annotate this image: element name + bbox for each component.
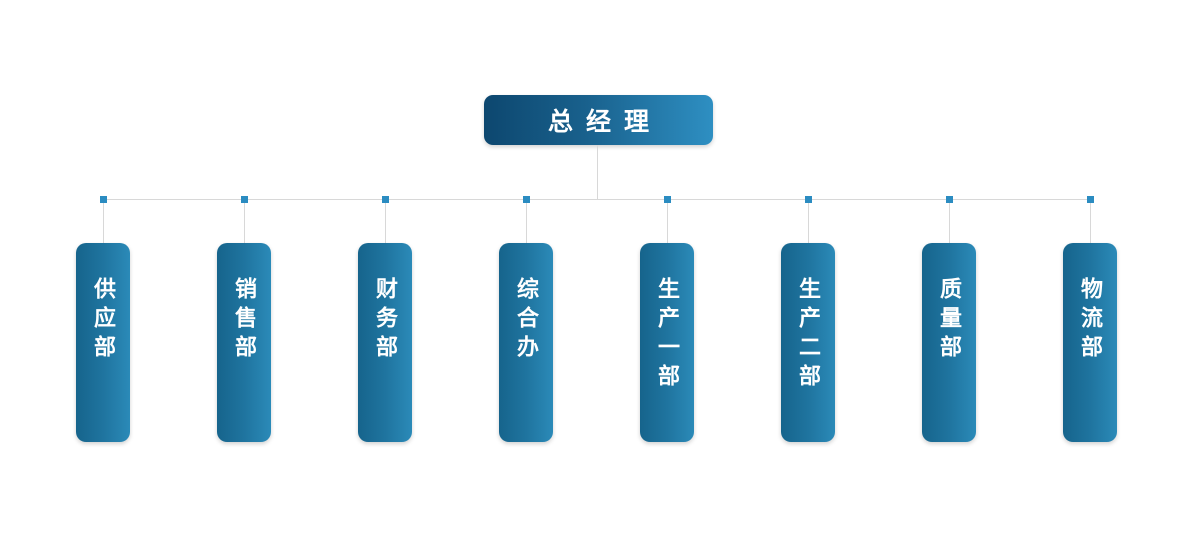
department-row: 供应部 销售部 财务部 综合办 生产一部 生产二部 质量部 物流部 [76,243,1117,442]
connector-drop-line [526,200,527,243]
connector-drop-line [103,200,104,243]
department-label: 生产一部 [655,277,680,393]
connector-node-square [946,196,953,203]
department-label: 销售部 [232,277,257,364]
org-node-department: 生产二部 [781,243,835,442]
department-label: 综合办 [514,277,539,364]
connector-node-square [805,196,812,203]
connector-drop-line [949,200,950,243]
org-node-department: 质量部 [922,243,976,442]
connector-drop-line [808,200,809,243]
department-label: 物流部 [1078,277,1103,364]
department-label: 质量部 [937,277,962,364]
department-label: 供应部 [91,277,116,364]
org-node-root-label: 总经理 [547,108,662,136]
org-node-department: 综合办 [499,243,553,442]
connector-drop-line [667,200,668,243]
connector-node-square [1087,196,1094,203]
org-node-department: 物流部 [1063,243,1117,442]
connector-node-square [523,196,530,203]
org-node-department: 财务部 [358,243,412,442]
department-label: 财务部 [373,277,398,364]
connector-node-square [382,196,389,203]
connector-drop-line [1090,200,1091,243]
connector-node-square [664,196,671,203]
connector-node-square [100,196,107,203]
org-node-department: 供应部 [76,243,130,442]
department-label: 生产二部 [796,277,821,393]
connector-trunk-line [597,145,598,200]
connector-drop-line [244,200,245,243]
org-node-department: 生产一部 [640,243,694,442]
org-node-department: 销售部 [217,243,271,442]
connector-node-square [241,196,248,203]
connector-horizontal-line [103,199,1091,200]
connector-drop-line [385,200,386,243]
org-node-root: 总经理 [484,95,713,145]
